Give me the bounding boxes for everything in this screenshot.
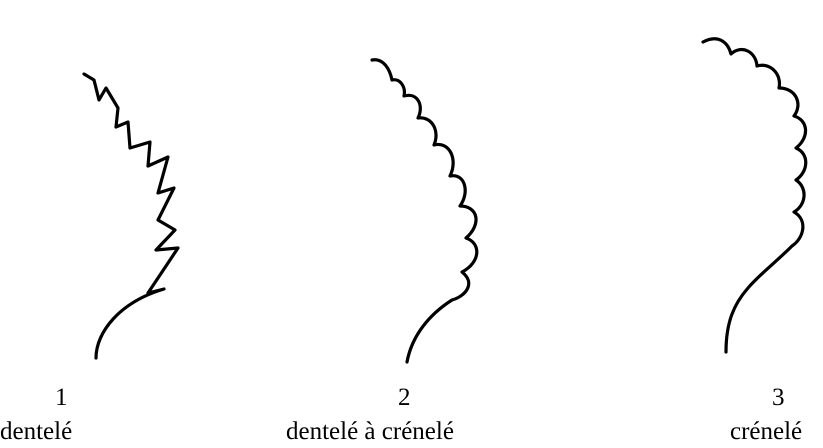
serrated-to-crenate-leaf-margin — [372, 60, 477, 362]
item-label-crenele: crénelé — [730, 419, 802, 444]
item-number-3: 3 — [772, 385, 785, 410]
item-label-dentele-a-crenele: dentelé à crénelé — [286, 419, 454, 444]
item-label-dentele: dentelé — [0, 419, 72, 444]
item-number-2: 2 — [398, 385, 411, 410]
item-number-1: 1 — [55, 385, 68, 410]
serrated-leaf-margin — [84, 74, 178, 358]
crenate-leaf-margin — [703, 39, 806, 352]
